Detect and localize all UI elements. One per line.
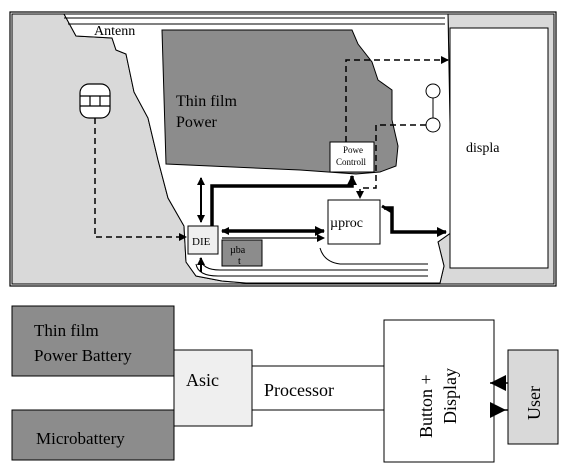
- die-label: DIE: [192, 236, 211, 248]
- controller-to-display-dashed: [345, 56, 449, 142]
- thin-film-battery-box: [11, 305, 175, 377]
- top-card-diagram: Antenn Thin film Power Powe Controll DIE…: [9, 11, 557, 287]
- display-label: displa: [466, 141, 500, 156]
- contact-pad-icon: [79, 83, 111, 119]
- microbattery-box: [11, 409, 175, 461]
- user-box: [507, 349, 559, 445]
- micro-battery-label-2: t: [238, 256, 241, 267]
- button-to-proc-dashed: [356, 124, 426, 199]
- microbattery-label: Microbattery: [36, 429, 125, 448]
- micro-battery-box: [221, 239, 263, 267]
- display-box: [449, 27, 549, 269]
- button-display-label-2: Display: [440, 368, 460, 424]
- button-display-box: [383, 319, 495, 463]
- thin-film-battery-label-1: Thin film: [34, 321, 99, 340]
- asic-label: Asic: [186, 370, 219, 390]
- button-1-icon: [425, 83, 441, 99]
- antenna-loop-proc: [319, 247, 428, 265]
- power-controller-box: [329, 141, 375, 173]
- processor-label: Processor: [264, 380, 334, 400]
- button-display-label-1: Button +: [416, 374, 436, 438]
- antenna-label: Antenn: [94, 24, 135, 39]
- asic-box: [173, 349, 253, 427]
- processor-box: [251, 365, 391, 411]
- thin-film-power-block: [161, 29, 399, 175]
- proc-port-mark: [381, 204, 393, 214]
- thin-film-power-label-1: Thin film: [176, 93, 237, 110]
- user-arrow-head-1: [490, 375, 506, 391]
- bottom-block-diagram: Thin film Power Battery Microbattery Asi…: [11, 305, 559, 463]
- power-controller-label-1: Powe: [343, 145, 363, 155]
- die-box: [187, 225, 219, 255]
- user-label: User: [524, 386, 544, 420]
- micro-battery-label-1: µba: [230, 245, 246, 256]
- button-2-icon: [425, 117, 441, 133]
- user-arrow-head-2: [490, 402, 506, 418]
- thin-film-power-label-2: Power: [176, 114, 218, 131]
- uproc-label: µproc: [330, 216, 363, 231]
- power-controller-label-2: Controll: [336, 157, 367, 167]
- die-to-controller-arrow: [210, 175, 357, 226]
- thin-film-battery-label-2: Power Battery: [34, 346, 132, 365]
- antenna-lines: [64, 17, 445, 25]
- antenna-loop-outer: [195, 263, 428, 277]
- uproc-box: [327, 199, 381, 245]
